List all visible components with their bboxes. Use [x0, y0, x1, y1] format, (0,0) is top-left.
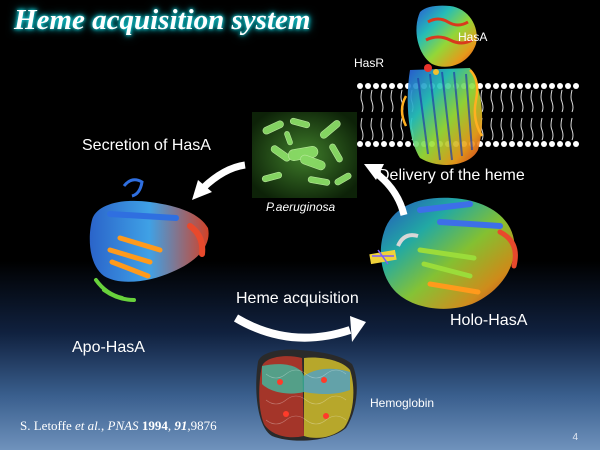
bacteria-micrograph	[252, 112, 357, 198]
label-secretion: Secretion of HasA	[82, 137, 211, 154]
ref-authors: S. Letoffe	[20, 418, 75, 433]
label-hasa-top: HasA	[458, 30, 488, 44]
ref-pages: ,9876	[187, 418, 217, 433]
ref-volume: 91	[174, 418, 188, 433]
label-holo: Holo-HasA	[450, 312, 528, 329]
reference-citation: S. Letoffe et al., PNAS 1994, 91,9876	[20, 418, 217, 433]
arrow-acquisition	[233, 314, 366, 342]
page-number: 4	[572, 432, 578, 443]
apo-hasa-protein	[89, 178, 209, 302]
ref-year: 1994	[141, 418, 168, 433]
label-hemoglobin: Hemoglobin	[370, 396, 435, 410]
label-organism: P.aeruginosa	[266, 200, 336, 214]
ref-journal: PNAS	[107, 418, 139, 433]
holo-hasa-protein	[369, 197, 518, 309]
label-hasr: HasR	[354, 56, 385, 70]
hasr-hasa-complex	[400, 5, 484, 165]
label-delivery: Delivery of the heme	[378, 167, 525, 184]
heme-cofactor	[369, 249, 397, 265]
label-apo: Apo-HasA	[72, 339, 145, 356]
slide-title: Heme acquisition system	[14, 4, 311, 36]
arrow-delivery	[364, 164, 408, 216]
label-acquisition: Heme acquisition	[236, 290, 359, 307]
ref-etal: et al.	[75, 418, 101, 433]
arrow-secretion	[192, 161, 246, 200]
hemoglobin-protein	[256, 349, 357, 441]
